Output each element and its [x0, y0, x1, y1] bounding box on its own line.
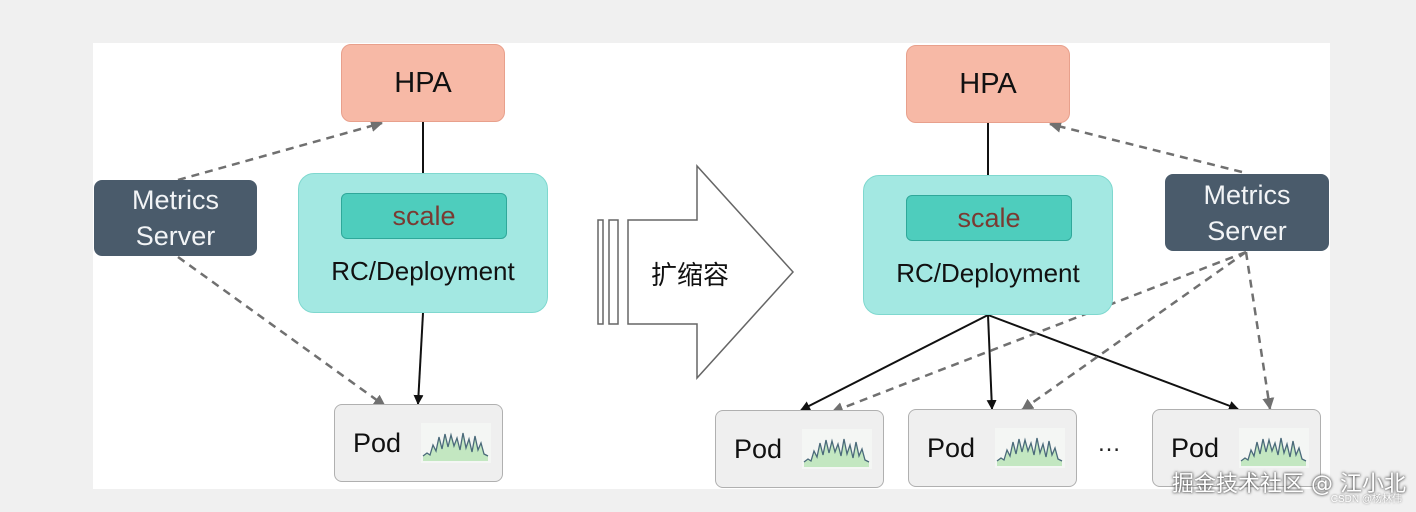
right-rc-label: RC/Deployment — [896, 258, 1080, 288]
pod-metrics-sparkline-icon — [802, 429, 873, 469]
pod-metrics-sparkline-icon — [1239, 428, 1310, 468]
right-metrics-to-hpa-dashed-arrow — [1049, 120, 1243, 174]
right-pod-box-1: Pod — [715, 410, 884, 488]
left-scale-label: scale — [392, 200, 456, 231]
right-pod-label-2: Pod — [927, 432, 976, 463]
pod-metrics-sparkline-icon — [421, 423, 492, 463]
left-rc-to-pod-arrow — [413, 312, 424, 405]
right-metrics-line2: Server — [1207, 215, 1287, 246]
right-metrics-line1: Metrics — [1203, 179, 1291, 210]
right-rc-to-pod1-arrow — [800, 314, 989, 411]
right-metrics-to-pod2-dashed-arrow — [1021, 250, 1247, 412]
left-metrics-line2: Server — [135, 221, 216, 251]
left-hpa-box: HPA — [341, 44, 505, 122]
scaling-arrow-label: 扩缩容 — [651, 260, 730, 290]
scaling-big-arrow — [597, 164, 795, 380]
left-metrics-line1: Metrics — [132, 185, 219, 215]
pod-metrics-sparkline-icon — [995, 428, 1066, 468]
right-hpa-box: HPA — [906, 45, 1070, 123]
left-hpa-label: HPA — [394, 66, 452, 99]
right-hpa-label: HPA — [959, 67, 1017, 100]
right-pod-label-1: Pod — [734, 433, 783, 464]
right-rc-to-pod2-arrow — [986, 314, 997, 410]
right-pod-label-3: Pod — [1171, 432, 1220, 463]
left-pod-box: Pod — [334, 404, 503, 482]
right-scale-box: scale — [906, 195, 1072, 241]
left-scale-box: scale — [341, 193, 507, 239]
right-rc-to-pod3-arrow — [987, 314, 1239, 411]
left-metrics-server-box: Metrics Server — [94, 180, 257, 256]
left-metrics-to-hpa-dashed-arrow — [177, 120, 383, 182]
right-pod-box-2: Pod — [908, 409, 1077, 487]
more-pods-ellipsis: … — [1097, 430, 1123, 457]
right-scale-label: scale — [957, 202, 1021, 233]
right-metrics-to-pod1-dashed-arrow — [831, 250, 1247, 414]
watermark-main: 掘金技术社区 @ 江小北 — [1172, 472, 1406, 497]
right-metrics-server-box: Metrics Server — [1165, 174, 1329, 251]
left-rc-label: RC/Deployment — [331, 256, 515, 286]
left-rc-deployment-box: scale RC/Deployment — [298, 173, 548, 313]
left-pod-label: Pod — [353, 427, 402, 458]
right-metrics-to-pod3-dashed-arrow — [1244, 251, 1275, 410]
right-rc-deployment-box: scale RC/Deployment — [863, 175, 1113, 315]
watermark-sub: CSDN @杨林伟 — [1330, 494, 1402, 505]
left-metrics-to-pod-dashed-arrow — [177, 255, 386, 408]
right-pod-box-3: Pod — [1152, 409, 1321, 487]
